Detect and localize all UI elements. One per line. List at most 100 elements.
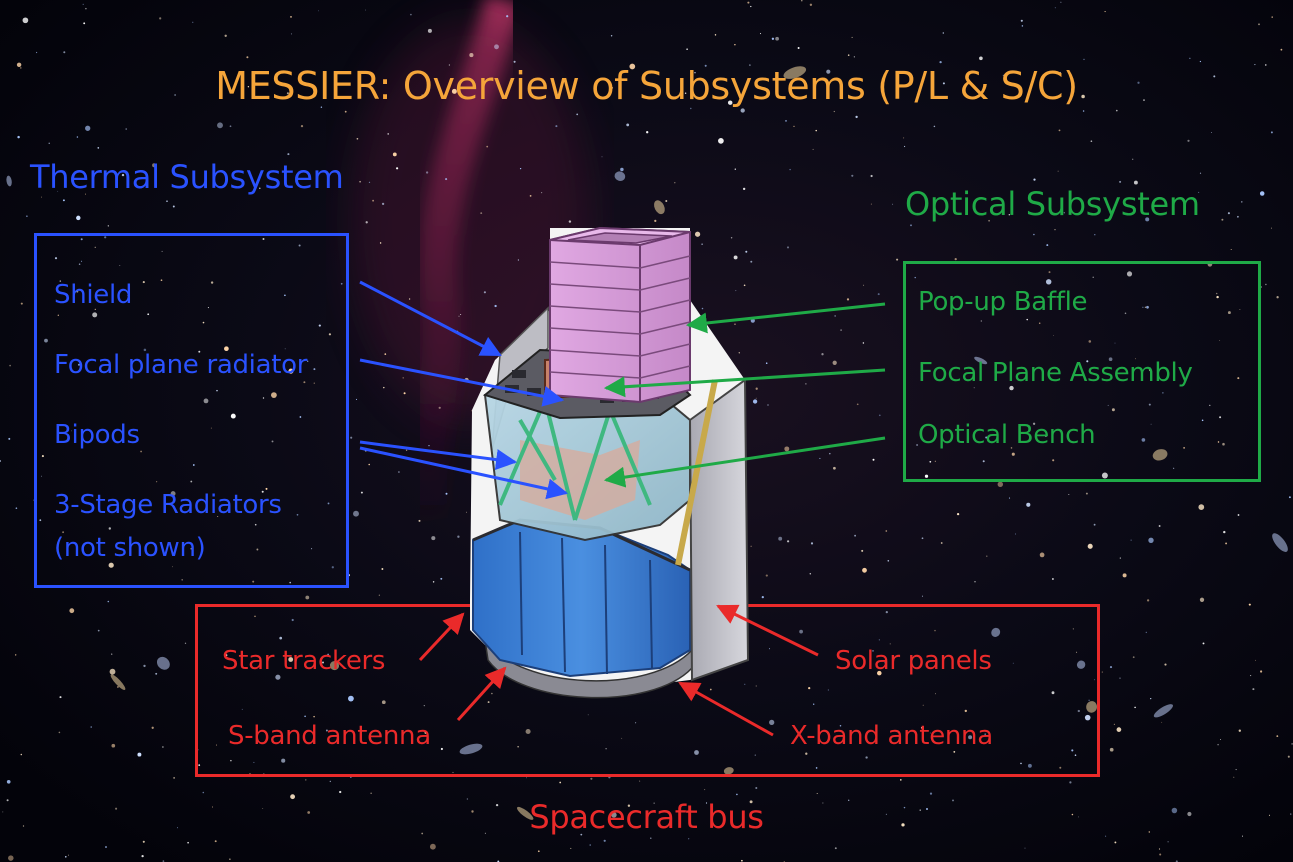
star bbox=[85, 193, 86, 195]
star bbox=[254, 523, 257, 526]
star bbox=[262, 808, 264, 810]
star bbox=[379, 242, 382, 244]
star bbox=[1225, 542, 1228, 545]
star bbox=[1054, 7, 1056, 9]
star bbox=[217, 515, 219, 518]
star bbox=[381, 568, 384, 570]
star bbox=[576, 113, 579, 116]
star bbox=[1052, 459, 1055, 462]
page-title: MESSIER: Overview of Subsystems (P/L & S… bbox=[215, 64, 1078, 108]
star bbox=[109, 668, 116, 675]
star bbox=[621, 737, 623, 739]
star bbox=[1020, 19, 1023, 22]
star bbox=[355, 398, 358, 400]
star bbox=[877, 293, 880, 296]
galaxy bbox=[1153, 704, 1174, 718]
star bbox=[755, 786, 758, 790]
star bbox=[1265, 64, 1267, 66]
star bbox=[1058, 129, 1061, 132]
star bbox=[953, 750, 956, 753]
arrow-bipods-1 bbox=[359, 440, 518, 470]
star bbox=[440, 747, 443, 751]
thermal-item-focal-plane-radiator: Focal plane radiator bbox=[54, 350, 308, 380]
star bbox=[799, 629, 803, 634]
star bbox=[15, 507, 18, 510]
star bbox=[445, 492, 448, 495]
star bbox=[432, 581, 435, 583]
star bbox=[483, 291, 486, 294]
star bbox=[1141, 438, 1146, 442]
star bbox=[1077, 816, 1079, 818]
star bbox=[901, 823, 905, 827]
star bbox=[305, 595, 310, 600]
optical-item-pop-up-baffle: Pop-up Baffle bbox=[918, 287, 1088, 317]
star bbox=[59, 696, 62, 699]
star bbox=[1072, 628, 1074, 630]
star bbox=[224, 34, 227, 37]
star bbox=[1239, 308, 1241, 310]
star bbox=[111, 653, 113, 655]
star bbox=[778, 536, 783, 541]
bus-item-solar-panels: Solar panels bbox=[835, 646, 992, 676]
star bbox=[275, 674, 281, 680]
star bbox=[827, 689, 830, 691]
star bbox=[887, 559, 890, 562]
star bbox=[307, 360, 309, 362]
star bbox=[1090, 140, 1093, 143]
star bbox=[829, 452, 831, 455]
star bbox=[1126, 271, 1133, 277]
star bbox=[1094, 234, 1096, 236]
star bbox=[1063, 212, 1065, 214]
star bbox=[926, 808, 928, 810]
star bbox=[921, 595, 924, 597]
star bbox=[1158, 848, 1161, 850]
star bbox=[1187, 811, 1192, 817]
star bbox=[940, 542, 943, 544]
star bbox=[985, 436, 988, 439]
star bbox=[271, 392, 277, 398]
star bbox=[1241, 201, 1243, 203]
star bbox=[403, 392, 406, 395]
star bbox=[519, 167, 522, 170]
star bbox=[298, 244, 301, 247]
star bbox=[1032, 422, 1036, 425]
star bbox=[288, 657, 294, 662]
star bbox=[328, 333, 332, 336]
star bbox=[1119, 557, 1121, 559]
star bbox=[1144, 306, 1147, 308]
star bbox=[137, 752, 142, 757]
star bbox=[738, 352, 740, 354]
star bbox=[1038, 322, 1041, 325]
star bbox=[166, 200, 168, 202]
star bbox=[127, 294, 129, 296]
star bbox=[143, 348, 147, 352]
star bbox=[767, 404, 769, 406]
star bbox=[1201, 419, 1204, 422]
star bbox=[325, 729, 328, 732]
star bbox=[176, 827, 179, 829]
star bbox=[1109, 747, 1114, 752]
star bbox=[344, 110, 347, 113]
star bbox=[744, 683, 746, 685]
star bbox=[58, 731, 61, 734]
star bbox=[541, 192, 543, 194]
star bbox=[537, 850, 540, 853]
star bbox=[57, 314, 59, 316]
star bbox=[229, 858, 231, 860]
star bbox=[1291, 743, 1293, 745]
star bbox=[851, 174, 854, 177]
arrow-optical-bench bbox=[603, 436, 886, 488]
star bbox=[1171, 807, 1178, 814]
star bbox=[428, 444, 430, 447]
star bbox=[378, 594, 380, 596]
star bbox=[421, 832, 424, 835]
star bbox=[78, 263, 81, 265]
star bbox=[230, 759, 232, 762]
star bbox=[381, 700, 386, 705]
star bbox=[853, 56, 855, 58]
star bbox=[701, 243, 703, 245]
star bbox=[76, 136, 79, 138]
star bbox=[16, 62, 22, 68]
star bbox=[190, 480, 193, 483]
star bbox=[834, 847, 837, 850]
